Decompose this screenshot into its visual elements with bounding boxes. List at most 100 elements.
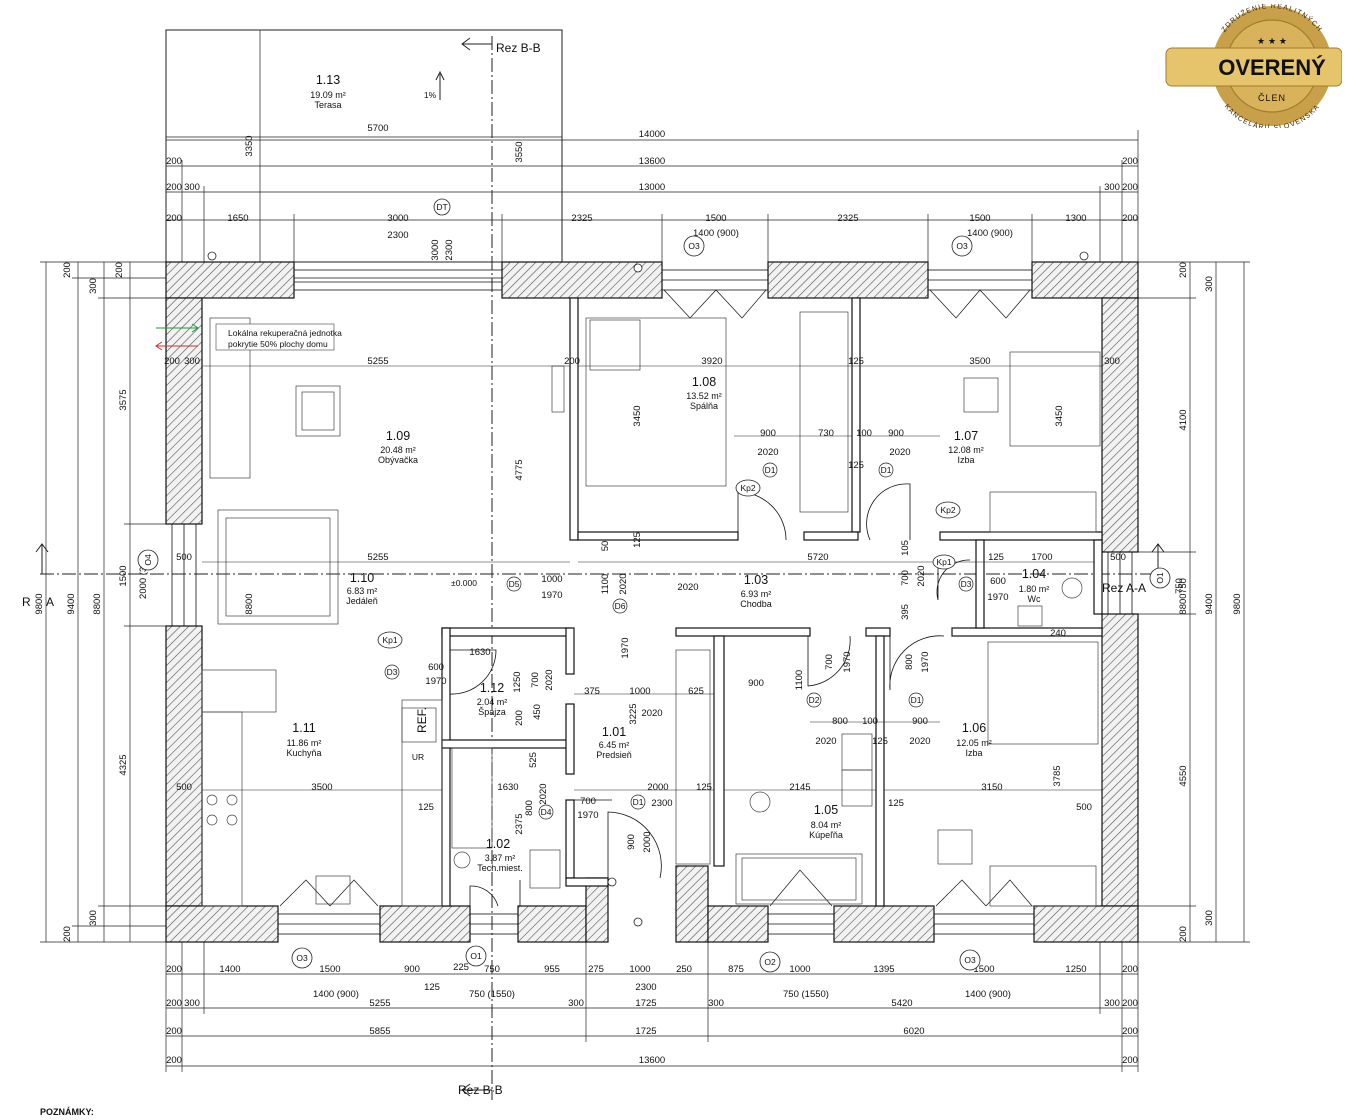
dim-left-part-e: 4325	[118, 754, 129, 775]
dimension-lines-right	[1138, 261, 1250, 943]
dim-left-window: 2000 (300)	[138, 553, 149, 599]
dim-terrace-depth2: 3550	[514, 141, 525, 162]
room-area-obyvacka: 20.48 m²	[380, 445, 416, 455]
dim-left-outer: 9800	[34, 593, 45, 614]
dim-corridor-width: 5720	[807, 552, 828, 563]
dim-bot-r1-a: 200	[166, 964, 182, 975]
dim-top-r4-c: 3000	[387, 213, 408, 224]
dim-bot-r1-f: 750	[484, 964, 500, 975]
interior-walls	[441, 297, 1103, 907]
dim-hall-h: 700	[580, 796, 596, 807]
dim-107-a: 100	[856, 428, 872, 439]
tag-d1-room106: D1	[908, 692, 924, 708]
dim-pantry-e: 2020	[544, 669, 555, 690]
tag-o3-room107-label: O3	[956, 241, 968, 251]
room-id-izba-106: 1.06	[962, 721, 986, 735]
dim-bot-r2-c: 5255	[369, 998, 390, 1009]
level-mark: ±0.000	[451, 578, 477, 588]
dim-pantry-f: 1250	[512, 671, 523, 692]
dim-left-part-g: 200	[62, 926, 73, 942]
dim-dt-b: 2300	[444, 239, 455, 260]
dim-bot-r3-e: 200	[1122, 1026, 1138, 1037]
room-name-spalna: Spálňa	[690, 401, 718, 411]
dim-bath-g: 125	[872, 736, 888, 747]
room-id-predsien: 1.01	[602, 725, 626, 739]
room-area-jedalen: 6.83 m²	[347, 586, 378, 596]
dim-hall-b: 1000	[629, 686, 650, 697]
dim-top-r3-d: 300	[1104, 182, 1120, 193]
tag-o3-room107: O3	[951, 235, 973, 257]
furniture	[201, 311, 1101, 907]
tag-d3: D3	[384, 664, 400, 680]
dim-top-r2-a: 200	[166, 156, 182, 167]
dimension-text-bottom: 200 1400 1500 900 225 750 955 275 1000 2…	[166, 962, 1138, 1066]
room-id-kuchyna: 1.11	[292, 721, 315, 735]
dim-pantry-c: 1970	[425, 676, 446, 687]
badge-sub: ČLEN	[1258, 93, 1286, 103]
room-area-kuchyna: 11.86 m²	[287, 738, 322, 748]
dim-wc-e: 500	[1110, 552, 1126, 563]
recuperation-note-line2: pokrytie 50% plochy domu	[228, 339, 328, 349]
dim-107-e: 300	[1104, 356, 1120, 367]
tag-dt-label: DT	[436, 202, 447, 212]
tag-kp1-label: Kp1	[382, 635, 397, 645]
tag-o1-right-label: O1	[1155, 572, 1165, 584]
tag-d3-label: D3	[387, 667, 398, 677]
dim-top-r3-b: 300	[184, 182, 200, 193]
dimension-text-top: 14000 200 13600 200 200 300 13000 300 20…	[166, 129, 1138, 261]
dim-corridor-h: 50	[600, 541, 611, 552]
dim-bot-r1-g: 955	[544, 964, 560, 975]
tag-d1-bedroom: D1	[762, 462, 778, 478]
dim-top-r4-g: 1500	[969, 213, 990, 224]
dim-corridor-i: 125	[632, 532, 643, 548]
dim-hall-f: 2000	[647, 782, 668, 793]
dim-107-b: 900	[888, 428, 904, 439]
dim-top-r4-i: 200	[1122, 213, 1138, 224]
dim-bot-r1-i: 1000	[629, 964, 650, 975]
dim-tech-a: 1630	[497, 782, 518, 793]
dim-corridor-g: 105	[900, 540, 911, 556]
room-name-wc: Wc	[1028, 594, 1041, 604]
dim-bot-r1-d: 900	[404, 964, 420, 975]
dim-106-b: 900	[912, 716, 928, 727]
dim-dining-width: 5255	[367, 552, 388, 563]
dim-106-a: 500	[1076, 802, 1092, 813]
tag-d1-room107-label: D1	[881, 465, 892, 475]
tag-o1-bottom: O1	[465, 945, 487, 967]
tag-d1-bedroom-label: D1	[765, 465, 776, 475]
tag-o1-bottom-label: O1	[470, 951, 482, 961]
tag-kp2-bedroom: Kp2	[735, 479, 761, 497]
dim-bath-b: 1100	[794, 670, 805, 690]
dim-corridor-f: 395	[900, 604, 911, 620]
dim-right-part-d: 750	[1178, 578, 1189, 594]
dim-107-d: 125	[848, 460, 864, 471]
tag-d6: D6	[612, 598, 628, 614]
dim-living-width: 5255	[367, 356, 388, 367]
dimension-lines-bottom	[165, 942, 1139, 1072]
dim-bedroom-width: 3920	[701, 356, 722, 367]
tag-d1-room107: D1	[878, 462, 894, 478]
dim-right-part-a: 200	[1178, 262, 1189, 278]
dim-top-sub-c: 1400 (900)	[967, 228, 1013, 239]
tag-d1-hall-label: D1	[633, 797, 644, 807]
room-labels: 1.09 20.48 m² Obývačka 1.08 13.52 m² Spá…	[286, 375, 1049, 873]
dim-dining-door: 1000	[541, 574, 562, 585]
room-id-tech: 1.02	[486, 837, 510, 851]
dim-wc-b: 1700	[1031, 552, 1052, 563]
dim-dt-a: 3000	[430, 239, 441, 260]
tag-kp1-wc-label: Kp1	[936, 557, 951, 567]
dim-hall-g: 125	[696, 782, 712, 793]
dim-wc-a: 125	[988, 552, 1004, 563]
dim-bedroom-wall-left: 200	[564, 356, 580, 367]
room-id-chodba: 1.03	[744, 573, 768, 587]
dim-right-part-f: 300	[1204, 910, 1215, 926]
tag-d1-room106-label: D1	[911, 695, 922, 705]
dim-right-mid: 9400	[1204, 593, 1215, 614]
dim-bot-sub-b: 1400 (900)	[313, 989, 359, 1000]
dim-top-r4-d: 2325	[571, 213, 592, 224]
room-name-izba-106: Izba	[965, 748, 982, 758]
dim-pantry-b: 600	[428, 662, 444, 673]
dim-bot-r2-d: 300	[568, 998, 584, 1009]
dim-right-part-c: 4100	[1178, 409, 1189, 430]
dim-bot-r2-f: 300	[708, 998, 724, 1009]
